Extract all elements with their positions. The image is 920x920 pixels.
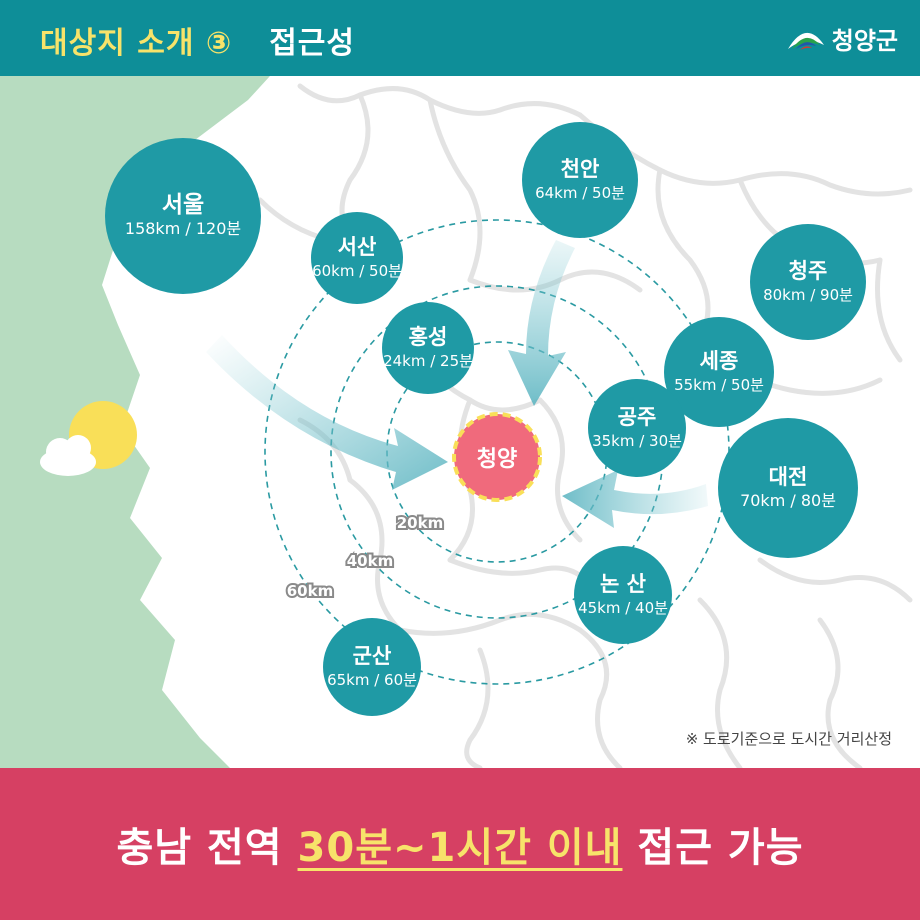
city-name: 공주: [618, 405, 657, 429]
bottom-banner: 충남 전역 30분~1시간 이내 접근 가능: [0, 768, 920, 920]
center-marker-cheongyang: 청양: [452, 412, 542, 502]
city-circle: [311, 212, 403, 304]
banner-text: 충남 전역 30분~1시간 이내 접근 가능: [116, 815, 803, 873]
city-name: 군산: [353, 644, 392, 668]
city-distance: 45km / 40분: [578, 599, 668, 617]
city-marker: 홍성 24km / 25분: [382, 302, 474, 394]
city-name: 천안: [561, 157, 600, 181]
banner-suffix: 접근 가능: [622, 825, 804, 871]
city-circle: [718, 418, 858, 558]
city-circle: [522, 122, 638, 238]
city-marker: 논 산 45km / 40분: [574, 546, 672, 644]
city-name: 서울: [162, 192, 204, 218]
city-distance: 65km / 60분: [327, 671, 417, 689]
city-name: 대전: [769, 465, 808, 489]
city-name: 홍성: [409, 325, 448, 349]
center-name: 청양: [477, 447, 517, 472]
cheongyang-logo: 청양군: [786, 18, 898, 58]
title-main: 대상지 소개 ③: [40, 26, 233, 61]
city-marker: 공주 35km / 30분: [588, 379, 686, 477]
city-name: 세종: [700, 349, 739, 373]
title-sub: 접근성: [269, 26, 356, 61]
city-circle: [588, 379, 686, 477]
logo-emblem-icon: [787, 32, 824, 50]
banner-highlight: 30분~1시간 이내: [297, 825, 623, 871]
arrow-from-seoul: [206, 335, 448, 490]
city-circle: [382, 302, 474, 394]
logo-text: 청양군: [831, 26, 898, 55]
city-name: 청주: [789, 259, 828, 283]
arrow-from-daejeon: [562, 470, 708, 528]
city-distance: 24km / 25분: [383, 352, 473, 370]
city-marker: 청주 80km / 90분: [750, 224, 866, 340]
page-title: 대상지 소개 ③ 접근성: [40, 18, 355, 62]
city-circle: [574, 546, 672, 644]
city-distance: 60km / 50분: [312, 262, 402, 280]
city-marker: 대전 70km / 80분: [718, 418, 858, 558]
city-distance: 64km / 50분: [535, 184, 625, 202]
city-name: 논 산: [600, 572, 646, 596]
ring-label: 60km: [287, 582, 333, 600]
city-distance: 80km / 90분: [763, 286, 853, 304]
header-bar: 대상지 소개 ③ 접근성 청양군: [0, 0, 920, 76]
city-distance: 35km / 30분: [592, 432, 682, 450]
city-distance: 158km / 120분: [125, 219, 241, 238]
city-marker: 서산 60km / 50분: [311, 212, 403, 304]
city-marker: 군산 65km / 60분: [323, 618, 421, 716]
ring-label: 20km: [397, 514, 443, 532]
city-marker: 세종 55km / 50분: [664, 317, 774, 427]
city-distance: 70km / 80분: [740, 491, 836, 510]
city-circle: [105, 138, 261, 294]
arrow-from-cheonan: [508, 240, 575, 406]
city-circle: [323, 618, 421, 716]
city-name: 서산: [338, 235, 377, 259]
cloud-icon: [40, 435, 96, 476]
city-marker: 천안 64km / 50분: [522, 122, 638, 238]
banner-prefix: 충남 전역: [116, 825, 298, 871]
city-circle: [664, 317, 774, 427]
city-distance: 55km / 50분: [674, 376, 764, 394]
city-circle: [750, 224, 866, 340]
ring-label: 40km: [347, 552, 393, 570]
footnote: ※ 도로기준으로 도시간 거리산정: [685, 730, 892, 748]
